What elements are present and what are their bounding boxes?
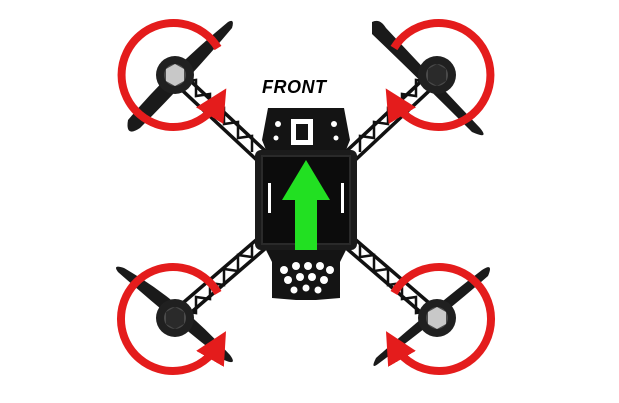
rotation-arrow-rear-right-ccw-icon [385, 263, 496, 375]
motor-cap-icon [428, 307, 446, 329]
arm-rear-right [338, 231, 443, 325]
arm-front-right [338, 69, 443, 168]
arm-front-left [169, 69, 274, 168]
rotation-arrow-front-left-ccw-icon [117, 19, 227, 131]
rotation-arrow-rear-left-cw-icon [116, 263, 227, 375]
motor-cap-icon [166, 307, 184, 329]
front-label: FRONT [262, 77, 327, 97]
arm-rear-left [169, 231, 274, 325]
propeller-front-right [372, 20, 484, 136]
motor-cap-icon [166, 64, 184, 86]
rotation-arrow-front-right-cw-icon [385, 19, 495, 131]
motor-cap-icon [428, 64, 446, 86]
forward-arrow-icon [282, 160, 330, 250]
propeller-front-left [127, 20, 233, 132]
